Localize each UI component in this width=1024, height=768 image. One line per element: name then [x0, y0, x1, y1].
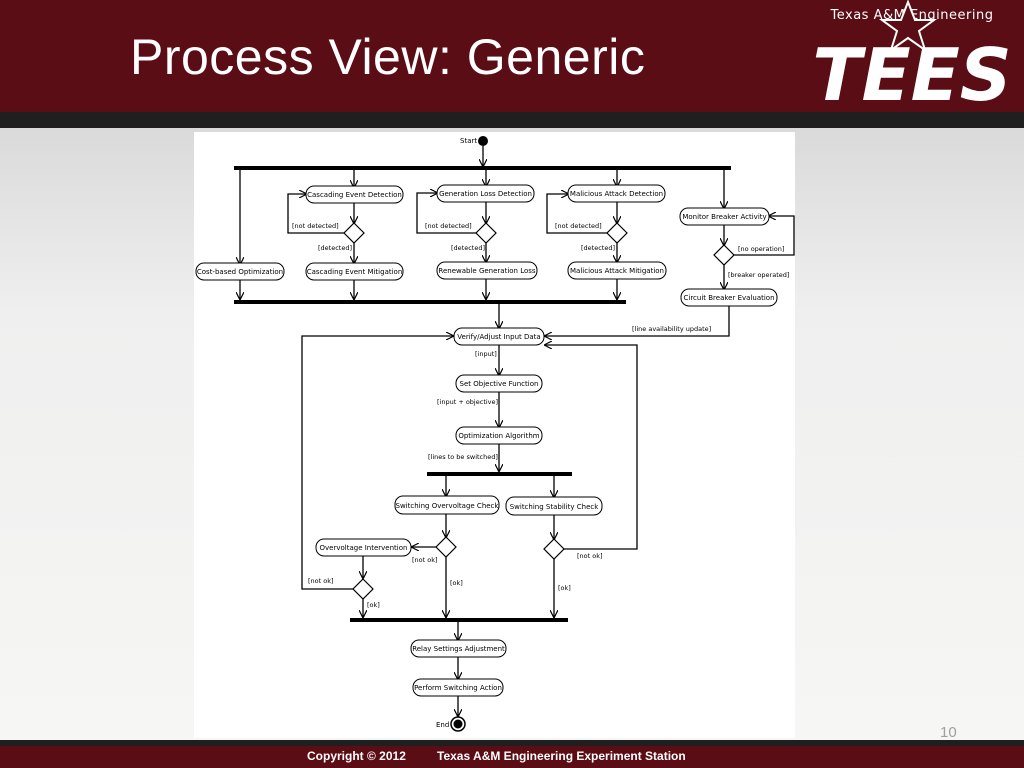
start-node	[478, 136, 488, 146]
node-malicious-mitigation	[567, 261, 667, 280]
guard-breaker-operated: [breaker operated]	[728, 271, 789, 279]
node-cascading-mitigation	[305, 262, 404, 281]
organization-text: Texas A&M Engineering Experiment Station	[437, 749, 686, 763]
start-label: Start	[460, 137, 477, 145]
decision-intervention	[352, 578, 374, 600]
guard-stability-ok: [ok]	[558, 584, 571, 592]
guard-no-operation: [no operation]	[738, 245, 784, 253]
label-malicious-detection: Malicious Attack Detection	[570, 190, 663, 198]
copyright-text: Copyright © 2012	[307, 749, 406, 763]
guard-line-availability: [line availability update]	[632, 325, 711, 333]
decision-generation	[475, 222, 497, 244]
guard-overvoltage-not-ok: [not ok]	[412, 556, 438, 564]
node-generation-loss-detection	[436, 184, 535, 203]
guard-input: [input]	[475, 350, 497, 358]
guard-intervention-not-ok: [not ok]	[308, 577, 334, 585]
node-relay-settings	[410, 639, 507, 658]
star-icon	[878, 0, 938, 53]
slide-footer: Copyright © 2012 Texas A&M Engineering E…	[0, 746, 1024, 768]
guard-labels: [not detected] [detected] [not detected]…	[292, 222, 789, 609]
decision-cascading	[343, 222, 365, 244]
label-cascading-mitigation: Cascading Event Mitigation	[307, 268, 403, 276]
node-renewable-loss	[436, 261, 538, 280]
guard-malicious-detected: [detected]	[581, 244, 615, 252]
node-monitor-breaker	[679, 207, 770, 226]
node-stability-check	[505, 496, 603, 516]
join-bar-top	[234, 300, 626, 304]
slide-title: Process View: Generic	[130, 29, 646, 85]
label-renewable-loss: Renewable Generation Loss	[438, 267, 536, 275]
label-circuit-breaker-eval: Circuit Breaker Evaluation	[683, 294, 774, 302]
end-label: End	[436, 721, 449, 729]
node-cascading-detection	[305, 185, 404, 204]
node-circuit-breaker-eval	[680, 288, 778, 307]
label-optimization: Optimization Algorithm	[458, 432, 539, 440]
slide-header	[0, 0, 1024, 112]
decision-malicious	[606, 222, 628, 244]
tees-logo: Texas A&M Engineering TEES	[812, 0, 1012, 112]
diagram-panel: Start End Cascading Event Detection Gene	[194, 132, 795, 738]
decision-breaker	[713, 244, 735, 266]
decisions	[343, 222, 735, 600]
label-cascading-detection: Cascading Event Detection	[307, 191, 402, 199]
node-optimization	[455, 426, 543, 445]
label-generation-loss-detection: Generation Loss Detection	[439, 190, 532, 198]
guard-malicious-not-detected: [not detected]	[555, 222, 602, 230]
label-verify-input: Verify/Adjust Input Data	[457, 333, 540, 341]
fork-bar-top	[234, 166, 731, 170]
guard-input-objective: [input + objective]	[437, 398, 498, 406]
slide-number: 10	[940, 724, 957, 741]
label-cost-based: Cost-based Optimization	[197, 268, 283, 276]
node-overvoltage-intervention	[315, 538, 412, 557]
label-overvoltage-check: Switching Overvoltage Check	[396, 502, 500, 510]
guard-overvoltage-ok: [ok]	[450, 579, 463, 587]
fork-bar-switching	[427, 472, 572, 476]
end-node-inner	[453, 719, 463, 729]
edges	[240, 146, 795, 716]
node-overvoltage-check	[394, 495, 500, 515]
decision-stability	[543, 538, 565, 560]
label-stability-check: Switching Stability Check	[510, 503, 600, 511]
node-cost-based	[195, 262, 285, 281]
activity-diagram: Start End Cascading Event Detection Gene	[195, 136, 795, 732]
activity-labels: Cascading Event Detection Generation Los…	[197, 190, 775, 692]
activity-nodes	[195, 184, 778, 697]
guard-intervention-ok: [ok]	[367, 601, 380, 609]
label-relay-settings: Relay Settings Adjustment	[412, 645, 505, 653]
node-set-objective	[455, 374, 543, 393]
node-verify-input	[453, 327, 545, 346]
label-perform-switching: Perform Switching Action	[414, 684, 502, 692]
guard-lines-switched: [lines to be switched]	[428, 453, 498, 461]
guard-generation-detected: [detected]	[451, 244, 485, 252]
label-malicious-mitigation: Malicious Attack Mitigation	[570, 267, 664, 275]
logo-mark: TEES	[812, 33, 1011, 112]
footer-divider	[0, 740, 1024, 746]
label-monitor-breaker: Monitor Breaker Activity	[682, 213, 766, 221]
header-divider	[0, 112, 1024, 128]
join-bar-switching	[350, 618, 568, 622]
label-set-objective: Set Objective Function	[460, 380, 539, 388]
guard-cascading-detected: [detected]	[318, 244, 352, 252]
node-malicious-detection	[567, 184, 666, 203]
guard-generation-not-detected: [not detected]	[425, 222, 472, 230]
decision-overvoltage	[435, 536, 457, 558]
node-perform-switching	[412, 678, 504, 697]
guard-cascading-not-detected: [not detected]	[292, 222, 339, 230]
label-overvoltage-intervention: Overvoltage Intervention	[320, 544, 408, 552]
guard-stability-not-ok: [not ok]	[577, 552, 603, 560]
